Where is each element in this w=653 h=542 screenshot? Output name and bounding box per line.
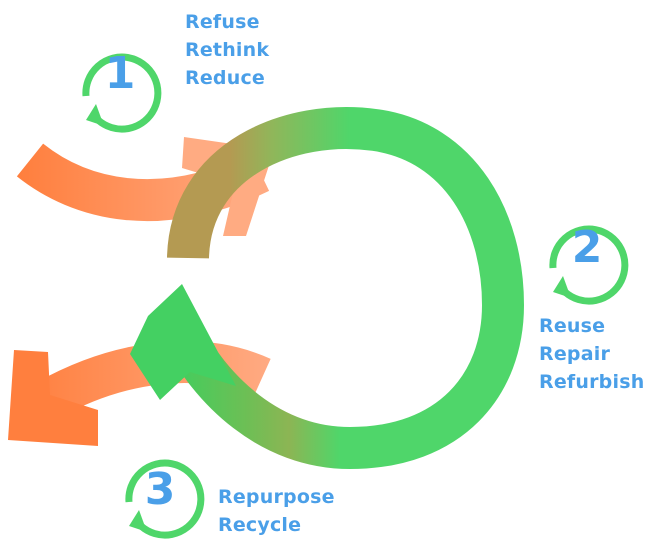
step-2-badge: 2 bbox=[549, 222, 629, 305]
step-3-action: Recycle bbox=[218, 514, 302, 536]
circular-arrow-icon bbox=[125, 459, 205, 539]
step-3-action: Repurpose bbox=[218, 486, 335, 508]
step-3-badge: 3 bbox=[125, 459, 205, 539]
step-2-action: Refurbish bbox=[539, 371, 645, 393]
step-1-action: Reduce bbox=[185, 67, 265, 89]
circular-loop bbox=[130, 107, 524, 470]
step-3-actions: Repurpose Recycle bbox=[218, 483, 335, 539]
step-1-number: 1 bbox=[105, 48, 136, 99]
step-1-action: Refuse bbox=[185, 11, 260, 33]
step-1-action: Rethink bbox=[185, 39, 270, 61]
step-2-action: Reuse bbox=[539, 315, 606, 337]
circular-arrow-icon bbox=[82, 53, 162, 133]
step-3-number: 3 bbox=[145, 464, 176, 515]
step-1-actions: Refuse Rethink Reduce bbox=[185, 8, 269, 92]
circular-arrow-icon bbox=[549, 225, 629, 305]
step-2-number: 2 bbox=[572, 222, 603, 273]
step-2-actions: Reuse Repair Refurbish bbox=[539, 312, 644, 396]
step-2-action: Repair bbox=[539, 343, 611, 365]
step-1-badge: 1 bbox=[82, 48, 162, 133]
